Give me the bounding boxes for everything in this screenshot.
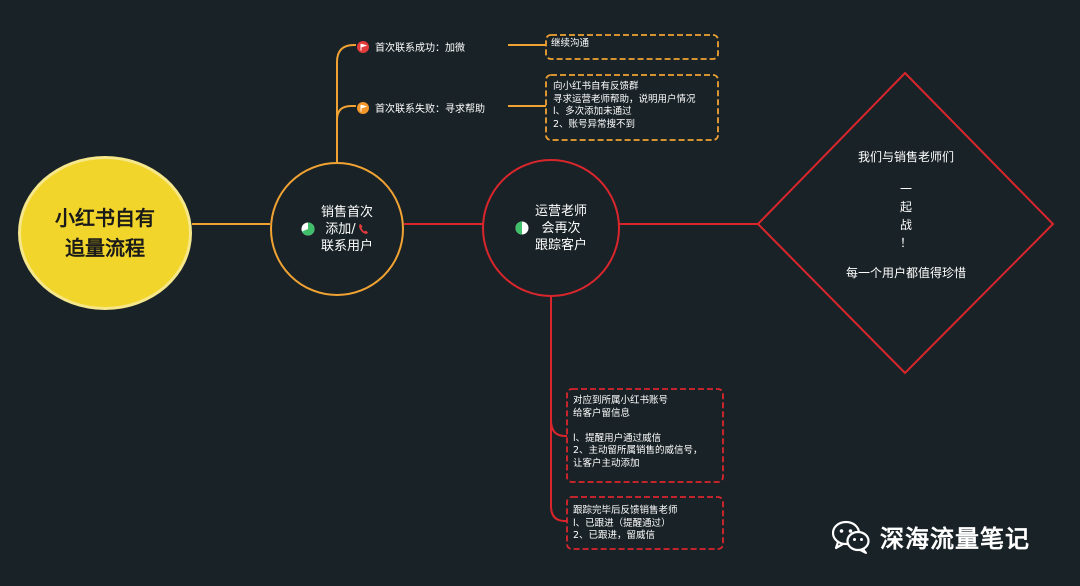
flag-icon [357, 101, 369, 114]
diamond-line1: 我们与销售老师们 [857, 150, 954, 164]
diamond-vertical-char: 一 [899, 182, 912, 196]
wechat-icon [832, 520, 870, 554]
watermark: 深海流量笔记 [832, 519, 1030, 554]
note-seek-help: 向小红书自有反馈群 寻求运营老师帮助，说明用户情况 l、多次添加未通过 2、账号… [553, 81, 696, 131]
note-line: 跟踪完毕后反馈销售老师 [573, 505, 678, 516]
note-line: 向小红书自有反馈群 [553, 81, 639, 92]
note-line: 让客户主动添加 [573, 457, 640, 469]
main-topic: 小红书自有 追量流程 [18, 156, 192, 310]
diamond-message: 我们与销售老师们 一 起 战 ！ 每一个用户都值得珍惜 [808, 148, 1004, 282]
diamond-line2: 每一个用户都值得珍惜 [845, 266, 966, 280]
flag-icon [357, 40, 369, 53]
note-line: 对应到所属小红书账号 [573, 395, 669, 406]
ops-follow-up-node: 运营老师 会再次 跟踪客户 [482, 160, 620, 296]
sales-first-contact-node: 销售首次 添加/ 联系用户 [268, 162, 406, 296]
sales-node-line3: 联系用户 [320, 238, 373, 254]
sales-node-line1: 销售首次 [320, 204, 373, 220]
note-line: l、提醒用户通过威信 [573, 432, 662, 444]
note-account-info: 对应到所属小红书账号 给客户留信息 l、提醒用户通过威信 2、主动留所属销售的威… [573, 395, 703, 470]
phone-icon [358, 224, 368, 234]
main-topic-line2: 追量流程 [65, 236, 145, 260]
note-line: 2、账号异常搜不到 [553, 118, 636, 130]
branch-fail: 首次联系失败：寻求帮助 [357, 100, 485, 115]
branch-fail-label: 首次联系失败：寻求帮助 [375, 104, 485, 115]
note-spacer [573, 420, 703, 433]
main-topic-line1: 小红书自有 [55, 206, 155, 230]
ops-node-line3: 跟踪客户 [534, 237, 587, 253]
diamond-vertical-char: 起 [899, 200, 912, 214]
note-line: 寻求运营老师帮助，说明用户情况 [553, 93, 696, 105]
watermark-text: 深海流量笔记 [880, 525, 1030, 553]
ops-node-line1: 运营老师 [534, 203, 587, 219]
diamond-vertical-char: 战 [899, 218, 912, 232]
note-line: l、多次添加未通过 [553, 106, 632, 117]
progress-pie-icon [301, 222, 315, 236]
diamond-vertical-char: ！ [899, 236, 912, 250]
branch-success-label: 首次联系成功：加微 [375, 43, 465, 54]
note-continue: 继续沟通 [551, 38, 589, 51]
note-line: 2、主动留所属销售的威信号， [573, 445, 703, 456]
sales-node-line2: 添加/ [325, 221, 356, 237]
note-feedback: 跟踪完毕后反馈销售老师 l、已跟进（提醒通过） 2、已跟进，留威信 [573, 505, 678, 543]
note-line: 2、已跟进，留威信 [573, 530, 656, 541]
half-pie-icon [515, 221, 529, 235]
note-line: 给客户留信息 [573, 407, 631, 419]
note-line: 继续沟通 [551, 38, 590, 49]
ops-node-line2: 会再次 [541, 220, 581, 236]
branch-success: 首次联系成功：加微 [357, 39, 465, 54]
note-line: l、已跟进（提醒通过） [573, 517, 671, 529]
